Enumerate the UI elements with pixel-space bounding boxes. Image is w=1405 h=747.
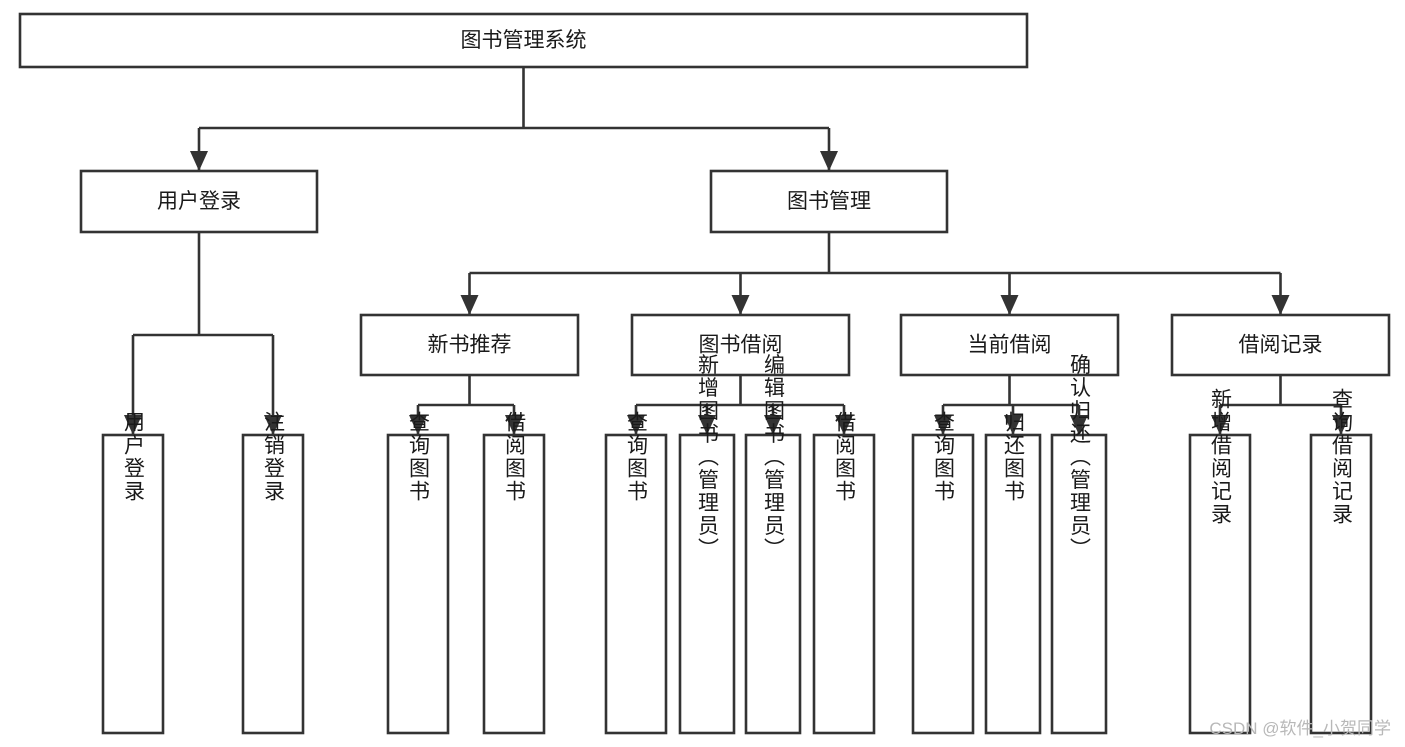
node-box <box>18 12 1029 69</box>
node-label: 新增借阅记录 <box>1209 388 1233 526</box>
node-label: 当前借阅 <box>968 334 1052 357</box>
node-box <box>630 313 851 377</box>
node-user-login-do[interactable]: 用户登录 <box>101 411 165 735</box>
node-label: 归还图书 <box>1002 411 1026 503</box>
arrow-head-icon <box>835 415 853 435</box>
node-box <box>1050 433 1108 735</box>
node-user-login[interactable]: 用户登录 <box>79 169 319 234</box>
node-label: 借阅图书 <box>503 411 527 503</box>
node-box <box>386 433 450 735</box>
arrow-head-icon <box>627 415 645 435</box>
node-box <box>1188 433 1252 735</box>
arrow-head-icon <box>264 415 282 435</box>
node-query-book-1[interactable]: 查询图书 <box>386 411 450 735</box>
node-box <box>984 433 1042 735</box>
node-query-borrow-record[interactable]: 查询借阅记录 <box>1309 388 1373 735</box>
arrow-head-icon <box>190 151 208 171</box>
arrow-head-icon <box>124 415 142 435</box>
node-label: 借阅记录 <box>1239 334 1323 357</box>
node-borrow-book-1[interactable]: 借阅图书 <box>482 411 546 735</box>
node-add-book[interactable]: 新增图书（管理员） <box>678 354 736 735</box>
node-box <box>482 433 546 735</box>
node-label: 新增图书（管理员） <box>696 354 720 561</box>
arrow-head-icon <box>1004 415 1022 435</box>
arrow-head-icon <box>1070 415 1088 435</box>
node-box <box>744 433 802 735</box>
arrow-head-icon <box>820 151 838 171</box>
node-label: 查询图书 <box>407 411 431 503</box>
node-label: 图书借阅 <box>699 334 783 357</box>
node-box <box>899 313 1120 377</box>
node-box <box>241 433 305 735</box>
node-label: 新书推荐 <box>428 334 512 357</box>
node-borrow-book-2[interactable]: 借阅图书 <box>812 411 876 735</box>
node-user-logout[interactable]: 注销登录 <box>241 411 305 735</box>
node-box <box>101 433 165 735</box>
node-label: 用户登录 <box>122 411 146 503</box>
node-current-borrow[interactable]: 当前借阅 <box>899 313 1120 377</box>
arrow-head-icon <box>731 295 750 315</box>
node-box <box>678 433 736 735</box>
node-label: 用户登录 <box>157 190 241 213</box>
node-label: 图书管理系统 <box>461 29 587 52</box>
arrow-head-icon <box>1271 295 1290 315</box>
node-return-book[interactable]: 归还图书 <box>984 411 1042 735</box>
node-box <box>1170 313 1391 377</box>
node-confirm-return[interactable]: 确认归还（管理员） <box>1050 354 1108 735</box>
node-book-borrow[interactable]: 图书借阅 <box>630 313 851 377</box>
node-box <box>604 433 668 735</box>
node-box <box>79 169 319 234</box>
node-label: 借阅图书 <box>833 411 857 503</box>
node-label: 查询图书 <box>625 411 649 503</box>
node-box <box>709 169 949 234</box>
node-add-borrow-record[interactable]: 新增借阅记录 <box>1188 388 1252 735</box>
connector-layer <box>124 67 1350 435</box>
node-box <box>1309 433 1373 735</box>
node-label: 查询借阅记录 <box>1330 388 1354 526</box>
node-query-book-2[interactable]: 查询图书 <box>604 411 668 735</box>
node-borrow-record[interactable]: 借阅记录 <box>1170 313 1391 377</box>
node-label: 图书管理 <box>787 190 871 213</box>
node-layer: 图书管理系统用户登录用户登录注销登录图书管理新书推荐查询图书借阅图书图书借阅查询… <box>18 12 1391 735</box>
node-book-manage[interactable]: 图书管理 <box>709 169 949 234</box>
node-label: 编辑图书（管理员） <box>762 354 786 561</box>
arrow-head-icon <box>934 415 952 435</box>
node-box <box>911 433 975 735</box>
arrow-head-icon <box>460 295 479 315</box>
node-query-book-3[interactable]: 查询图书 <box>911 411 975 735</box>
arrow-head-icon <box>1332 415 1350 435</box>
arrow-head-icon <box>409 415 427 435</box>
node-label: 查询图书 <box>932 411 956 503</box>
node-edit-book[interactable]: 编辑图书（管理员） <box>744 354 802 735</box>
node-root[interactable]: 图书管理系统 <box>18 12 1029 69</box>
arrow-head-icon <box>1000 295 1019 315</box>
node-label: 确认归还（管理员） <box>1068 354 1092 561</box>
arrow-head-icon <box>698 415 716 435</box>
node-new-book-recommend[interactable]: 新书推荐 <box>359 313 580 377</box>
arrow-head-icon <box>505 415 523 435</box>
arrow-head-icon <box>764 415 782 435</box>
node-box <box>812 433 876 735</box>
node-label: 注销登录 <box>262 411 286 503</box>
node-box <box>359 313 580 377</box>
arrow-head-icon <box>1211 415 1229 435</box>
